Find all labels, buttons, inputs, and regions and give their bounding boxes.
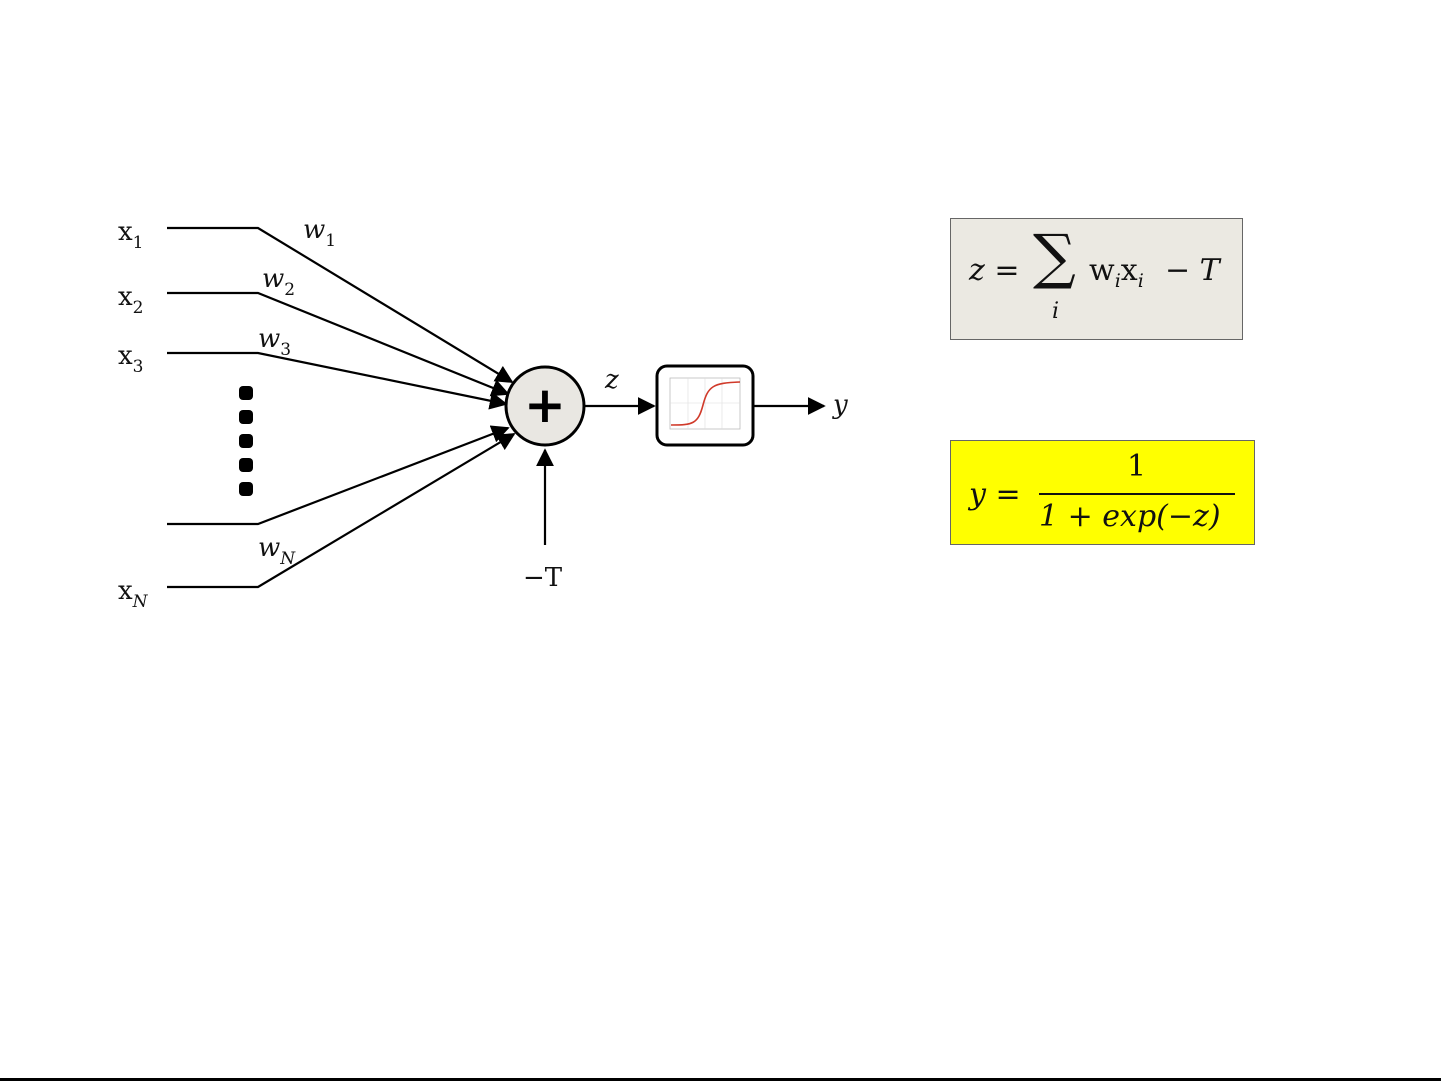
fraction-bar — [1039, 493, 1235, 495]
input-label-x1: x1 — [118, 217, 144, 253]
eq2-lhs: y = — [969, 477, 1021, 512]
eq2-numerator: 1 — [1127, 449, 1146, 484]
weight-label-wN: wN — [258, 533, 296, 569]
summation-equation-box: z = ∑ i wixi − T — [950, 218, 1243, 340]
input-label-x2: x2 — [118, 282, 144, 318]
input-label-x3: x3 — [118, 341, 144, 377]
bias-label: −T — [523, 563, 563, 593]
sigma-icon: ∑ — [1033, 227, 1076, 287]
z-label: z — [604, 365, 619, 395]
input-wire-2 — [167, 293, 508, 394]
eq1-tail: − T — [1165, 253, 1220, 288]
plus-icon: + — [524, 376, 566, 434]
y-label: y — [832, 390, 848, 420]
eq2-denominator: 1 + exp(−z) — [1039, 499, 1221, 534]
ellipsis-dots — [239, 386, 253, 496]
weight-label-w2: w2 — [262, 264, 295, 300]
sum-node: + — [506, 367, 584, 445]
eq1-term: wixi — [1089, 253, 1144, 292]
eq1-lhs: z = — [969, 253, 1019, 288]
input-label-xN: xN — [118, 576, 149, 612]
weight-label-w1: w1 — [303, 215, 336, 251]
input-wire-4 — [167, 428, 508, 524]
sigmoid-block — [657, 366, 753, 445]
input-wire-N — [167, 434, 514, 587]
input-wire-3 — [167, 353, 506, 404]
input-wire-1 — [167, 228, 512, 382]
sigmoid-equation-box: y = 1 1 + exp(−z) — [950, 440, 1255, 545]
eq1-index: i — [1052, 299, 1059, 324]
